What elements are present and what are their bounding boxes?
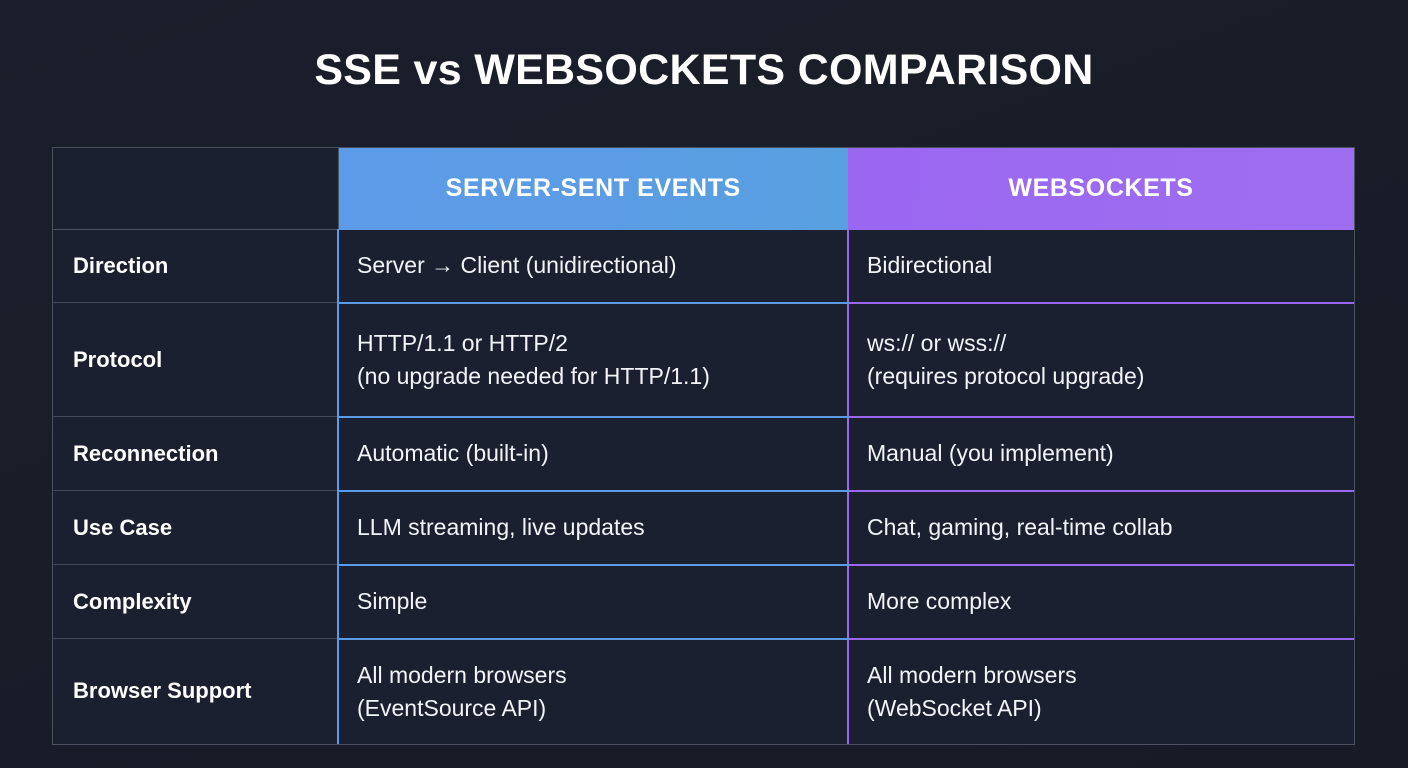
- cell-ws-browser-support: All modern browsers (WebSocket API): [847, 638, 1354, 744]
- cell-text-line-1: All modern browsers: [357, 661, 567, 688]
- comparison-table-container: SERVER-SENT EVENTS WEBSOCKETS Direction …: [52, 147, 1355, 745]
- table-row: Reconnection Automatic (built-in) Manual…: [53, 416, 1354, 492]
- header-cell-blank: [53, 148, 339, 230]
- page-title: SSE vs WEBSOCKETS COMPARISON: [314, 46, 1094, 94]
- cell-sse-browser-support: All modern browsers (EventSource API): [337, 638, 848, 744]
- cell-text-line-1: Simple: [357, 588, 428, 615]
- table-row: Complexity Simple More complex: [53, 564, 1354, 640]
- cell-text-line-1: All modern browsers: [867, 661, 1077, 688]
- cell-text-line-1: LLM streaming, live updates: [357, 514, 645, 541]
- table-body: Direction Server → Client (unidirectiona…: [53, 229, 1354, 744]
- cell-text-line-1: Server → Client (unidirectional): [357, 252, 677, 279]
- cell-text-line-2: (WebSocket API): [867, 694, 1042, 721]
- table-row: Use Case LLM streaming, live updates Cha…: [53, 490, 1354, 566]
- cell-text-line-1: Bidirectional: [867, 252, 993, 279]
- table-row: Direction Server → Client (unidirectiona…: [53, 229, 1354, 304]
- cell-sse-reconnection: Automatic (built-in): [337, 416, 848, 492]
- cell-ws-reconnection: Manual (you implement): [847, 416, 1354, 492]
- table-row: Protocol HTTP/1.1 or HTTP/2 (no upgrade …: [53, 302, 1354, 418]
- cell-text-line-1: More complex: [867, 588, 1012, 615]
- cell-ws-use-case: Chat, gaming, real-time collab: [847, 490, 1354, 566]
- cell-sse-complexity: Simple: [337, 564, 848, 640]
- cell-sse-direction: Server → Client (unidirectional): [337, 229, 848, 304]
- row-label-use-case: Use Case: [53, 490, 339, 565]
- cell-text-line-1: Chat, gaming, real-time collab: [867, 514, 1173, 541]
- cell-text-line-1: Automatic (built-in): [357, 440, 549, 467]
- row-label-protocol: Protocol: [53, 302, 339, 417]
- comparison-table: SERVER-SENT EVENTS WEBSOCKETS Direction …: [53, 148, 1354, 744]
- cell-text-line-2: (requires protocol upgrade): [867, 362, 1145, 389]
- row-label-direction: Direction: [53, 229, 339, 303]
- header-cell-websockets: WEBSOCKETS: [848, 148, 1354, 230]
- cell-text-line-1: Manual (you implement): [867, 440, 1114, 467]
- cell-ws-complexity: More complex: [847, 564, 1354, 640]
- table-row: Browser Support All modern browsers (Eve…: [53, 638, 1354, 744]
- row-label-reconnection: Reconnection: [53, 416, 339, 491]
- row-label-browser-support: Browser Support: [53, 638, 339, 744]
- cell-text-line-2: (no upgrade needed for HTTP/1.1): [357, 362, 710, 389]
- cell-sse-protocol: HTTP/1.1 or HTTP/2 (no upgrade needed fo…: [337, 302, 848, 418]
- cell-ws-protocol: ws:// or wss:// (requires protocol upgra…: [847, 302, 1354, 418]
- header-cell-sse: SERVER-SENT EVENTS: [338, 148, 848, 230]
- cell-text-line-2: (EventSource API): [357, 694, 547, 721]
- table-header: SERVER-SENT EVENTS WEBSOCKETS: [53, 148, 1354, 230]
- cell-text-line-1: HTTP/1.1 or HTTP/2: [357, 329, 568, 356]
- cell-sse-use-case: LLM streaming, live updates: [337, 490, 848, 566]
- cell-text-line-1: ws:// or wss://: [867, 329, 1007, 356]
- row-label-complexity: Complexity: [53, 564, 339, 639]
- cell-ws-direction: Bidirectional: [847, 229, 1354, 304]
- header-row: SERVER-SENT EVENTS WEBSOCKETS: [53, 148, 1354, 230]
